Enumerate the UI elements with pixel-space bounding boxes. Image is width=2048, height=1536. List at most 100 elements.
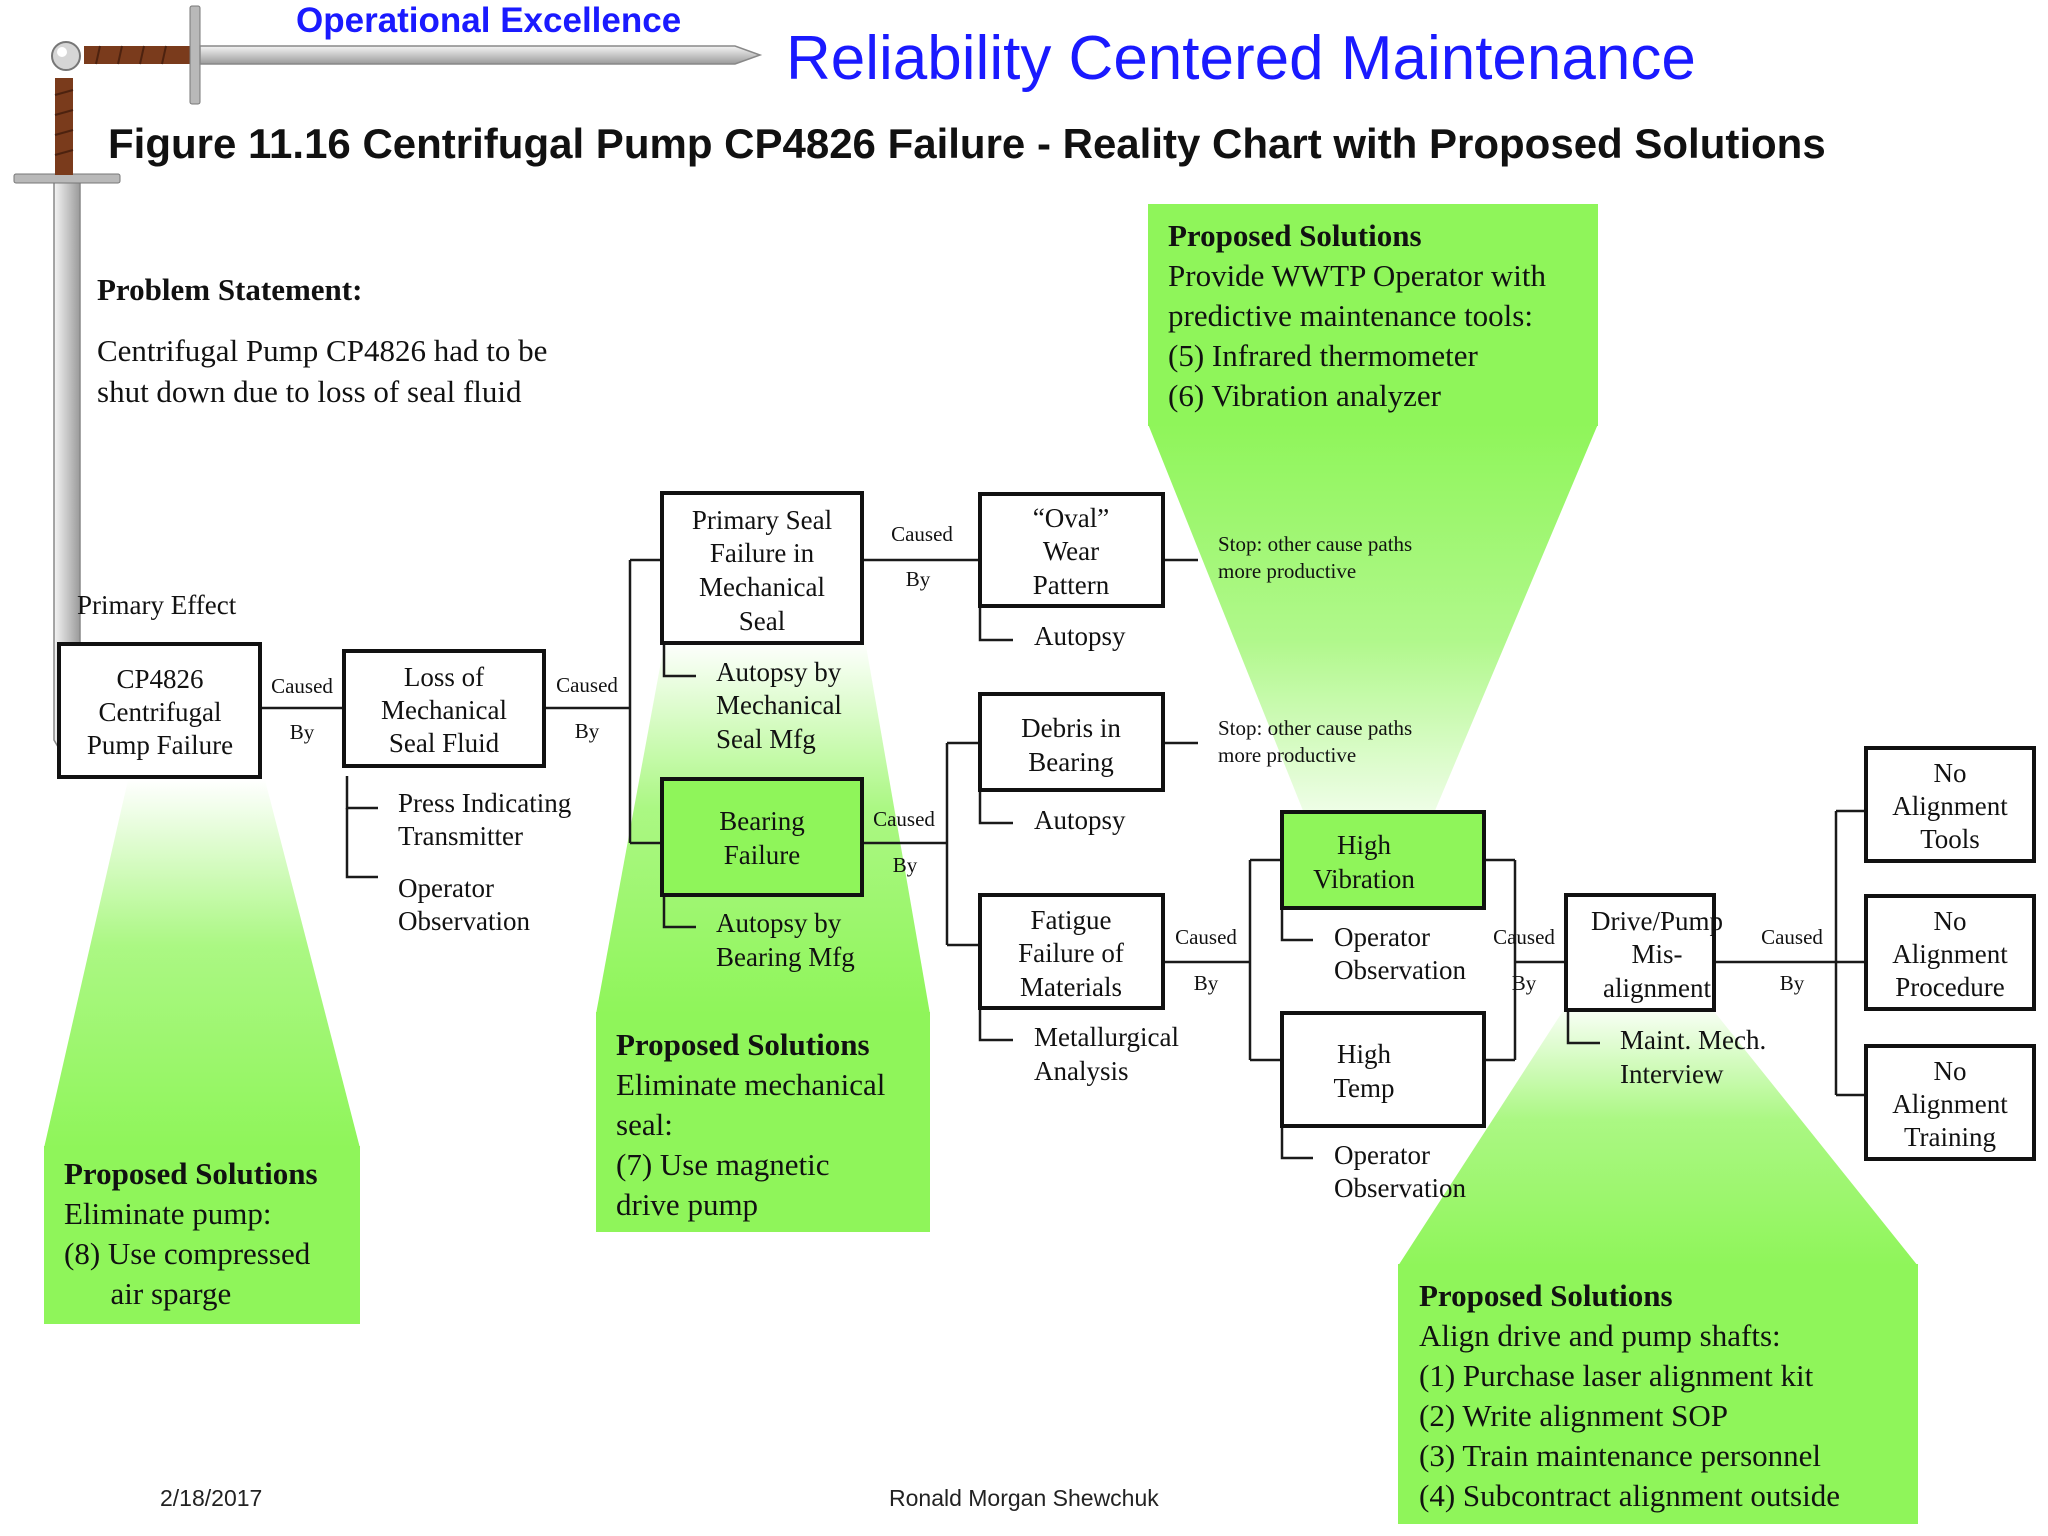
sword-icon	[13, 5, 763, 764]
footer-author: Ronald Morgan Shewchuk	[889, 1485, 1159, 1511]
node-no-procedure	[1864, 894, 2036, 1011]
node-text: Alignment	[1892, 1089, 2008, 1119]
solution-line: seal:	[616, 1107, 673, 1142]
node-text: Primary Seal	[692, 505, 832, 535]
solution-line: (5) Infrared thermometer	[1168, 338, 1479, 373]
node-misalignment	[1564, 893, 1716, 1012]
callout-funnel	[1148, 424, 1598, 858]
solution-text-predictive: Proposed Solutions Provide WWTP Operator…	[1168, 218, 1546, 413]
node-text: Tools	[1920, 824, 1980, 854]
footer-date: 2/18/2017	[160, 1485, 262, 1511]
node-text: Loss of	[404, 662, 484, 692]
evidence-text: Press Indicating	[398, 788, 571, 818]
solution-line: Provide WWTP Operator with	[1168, 258, 1546, 293]
solution-line: (4) Subcontract alignment outside	[1419, 1478, 1840, 1513]
caused-label: Caused	[1761, 925, 1823, 949]
node-text: Mechanical	[699, 572, 825, 602]
primary-effect-label: Primary Effect	[77, 590, 237, 620]
evidence-text: Autopsy by	[716, 908, 842, 938]
problem-heading: Problem Statement:	[97, 272, 362, 307]
node-text: Seal Fluid	[389, 728, 500, 758]
solution-line: Eliminate pump:	[64, 1196, 272, 1231]
stop-text: Stop: other cause paths	[1218, 716, 1412, 740]
solution-line: (1) Purchase laser alignment kit	[1419, 1358, 1814, 1393]
node-text: “Oval”	[1033, 503, 1109, 533]
solution-line: (7) Use magnetic	[616, 1147, 829, 1182]
node-fatigue	[978, 893, 1165, 1010]
by-label: By	[1780, 971, 1805, 995]
node-text: No	[1934, 906, 1967, 936]
node-text: High	[1337, 1039, 1392, 1069]
node-text: Alignment	[1892, 939, 2008, 969]
node-text: Failure in	[710, 538, 815, 568]
solution-line: (3) Train maintenance personnel	[1419, 1438, 1821, 1473]
node-text: Training	[1904, 1122, 1996, 1152]
node-text: Wear	[1043, 536, 1099, 566]
evidence-text: Operator	[398, 873, 494, 903]
caused-label: Caused	[891, 522, 953, 546]
evidence-text: Maint. Mech.	[1620, 1025, 1766, 1055]
solution-line: air sparge	[64, 1276, 231, 1311]
evidence-text: Observation	[1334, 1173, 1466, 1203]
evidence-text: Operator	[1334, 1140, 1430, 1170]
evidence-text: Autopsy by	[716, 657, 842, 687]
node-primary-seal	[660, 491, 864, 645]
node-bearing-failure	[660, 777, 864, 897]
node-text: Failure	[724, 840, 800, 870]
caused-label: Caused	[1493, 925, 1555, 949]
solution-heading: Proposed Solutions	[1419, 1278, 1673, 1313]
evidence-text: Autopsy	[1034, 805, 1126, 835]
node-text: Vibration	[1313, 864, 1415, 894]
solution-line: drive pump	[616, 1187, 758, 1222]
node-no-tools	[1864, 746, 2036, 863]
node-text: Pump Failure	[87, 730, 233, 760]
solution-heading: Proposed Solutions	[1168, 218, 1422, 253]
brand-label: Operational Excellence	[296, 1, 681, 40]
solution-line: predictive maintenance tools:	[1168, 298, 1533, 333]
by-label: By	[290, 720, 315, 744]
callout-box	[1398, 1264, 1918, 1524]
evidence-text: Mechanical	[716, 690, 842, 720]
evidence-text: Observation	[1334, 955, 1466, 985]
caused-label: Caused	[271, 674, 333, 698]
connector-lines	[261, 558, 1866, 1160]
solution-heading: Proposed Solutions	[64, 1156, 318, 1191]
evidence-text: Interview	[1620, 1059, 1724, 1089]
node-high-vibration	[1280, 810, 1486, 910]
caused-label: Caused	[873, 807, 935, 831]
node-text: Materials	[1020, 972, 1122, 1002]
page-title: Reliability Centered Maintenance	[786, 24, 1696, 93]
node-text: Centrifugal	[99, 697, 222, 727]
evidence-text: Autopsy	[1034, 621, 1126, 651]
node-text: Procedure	[1895, 972, 2004, 1002]
node-labels: CP4826 Centrifugal Pump Failure Loss of …	[87, 503, 2008, 1152]
node-no-training	[1864, 1044, 2036, 1161]
node-text: Alignment	[1892, 791, 2008, 821]
node-text: Drive/Pump	[1591, 906, 1723, 936]
node-text: No	[1934, 1056, 1967, 1086]
caused-label: Caused	[1175, 925, 1237, 949]
node-text: Bearing	[1028, 747, 1113, 777]
node-text: Temp	[1333, 1073, 1394, 1103]
node-text: High	[1337, 830, 1392, 860]
solution-line: Align drive and pump shafts:	[1419, 1318, 1781, 1353]
node-high-temp	[1280, 1011, 1486, 1128]
node-oval-wear	[978, 492, 1165, 608]
problem-line: Centrifugal Pump CP4826 had to be	[97, 333, 547, 368]
node-text: Mechanical	[381, 695, 507, 725]
problem-line: shut down due to loss of seal fluid	[97, 374, 522, 409]
solution-callout-alignment	[1398, 1000, 1918, 1524]
solution-line: (6) Vibration analyzer	[1168, 378, 1442, 413]
by-label: By	[1512, 971, 1537, 995]
callout-funnel	[1398, 1000, 1918, 1266]
stop-notes: Stop: other cause paths more productive …	[1218, 532, 1412, 767]
node-text: Debris in	[1021, 713, 1121, 743]
node-debris-bearing	[978, 692, 1165, 792]
callout-box	[1148, 204, 1598, 426]
node-text: Seal	[739, 606, 786, 636]
node-loss-seal-fluid	[342, 649, 546, 768]
evidence-text: Seal Mfg	[716, 724, 816, 754]
node-text: Mis-	[1631, 939, 1682, 969]
stop-text: more productive	[1218, 743, 1356, 767]
solution-text-pump: Proposed Solutions Eliminate pump: (8) U…	[64, 1156, 318, 1311]
